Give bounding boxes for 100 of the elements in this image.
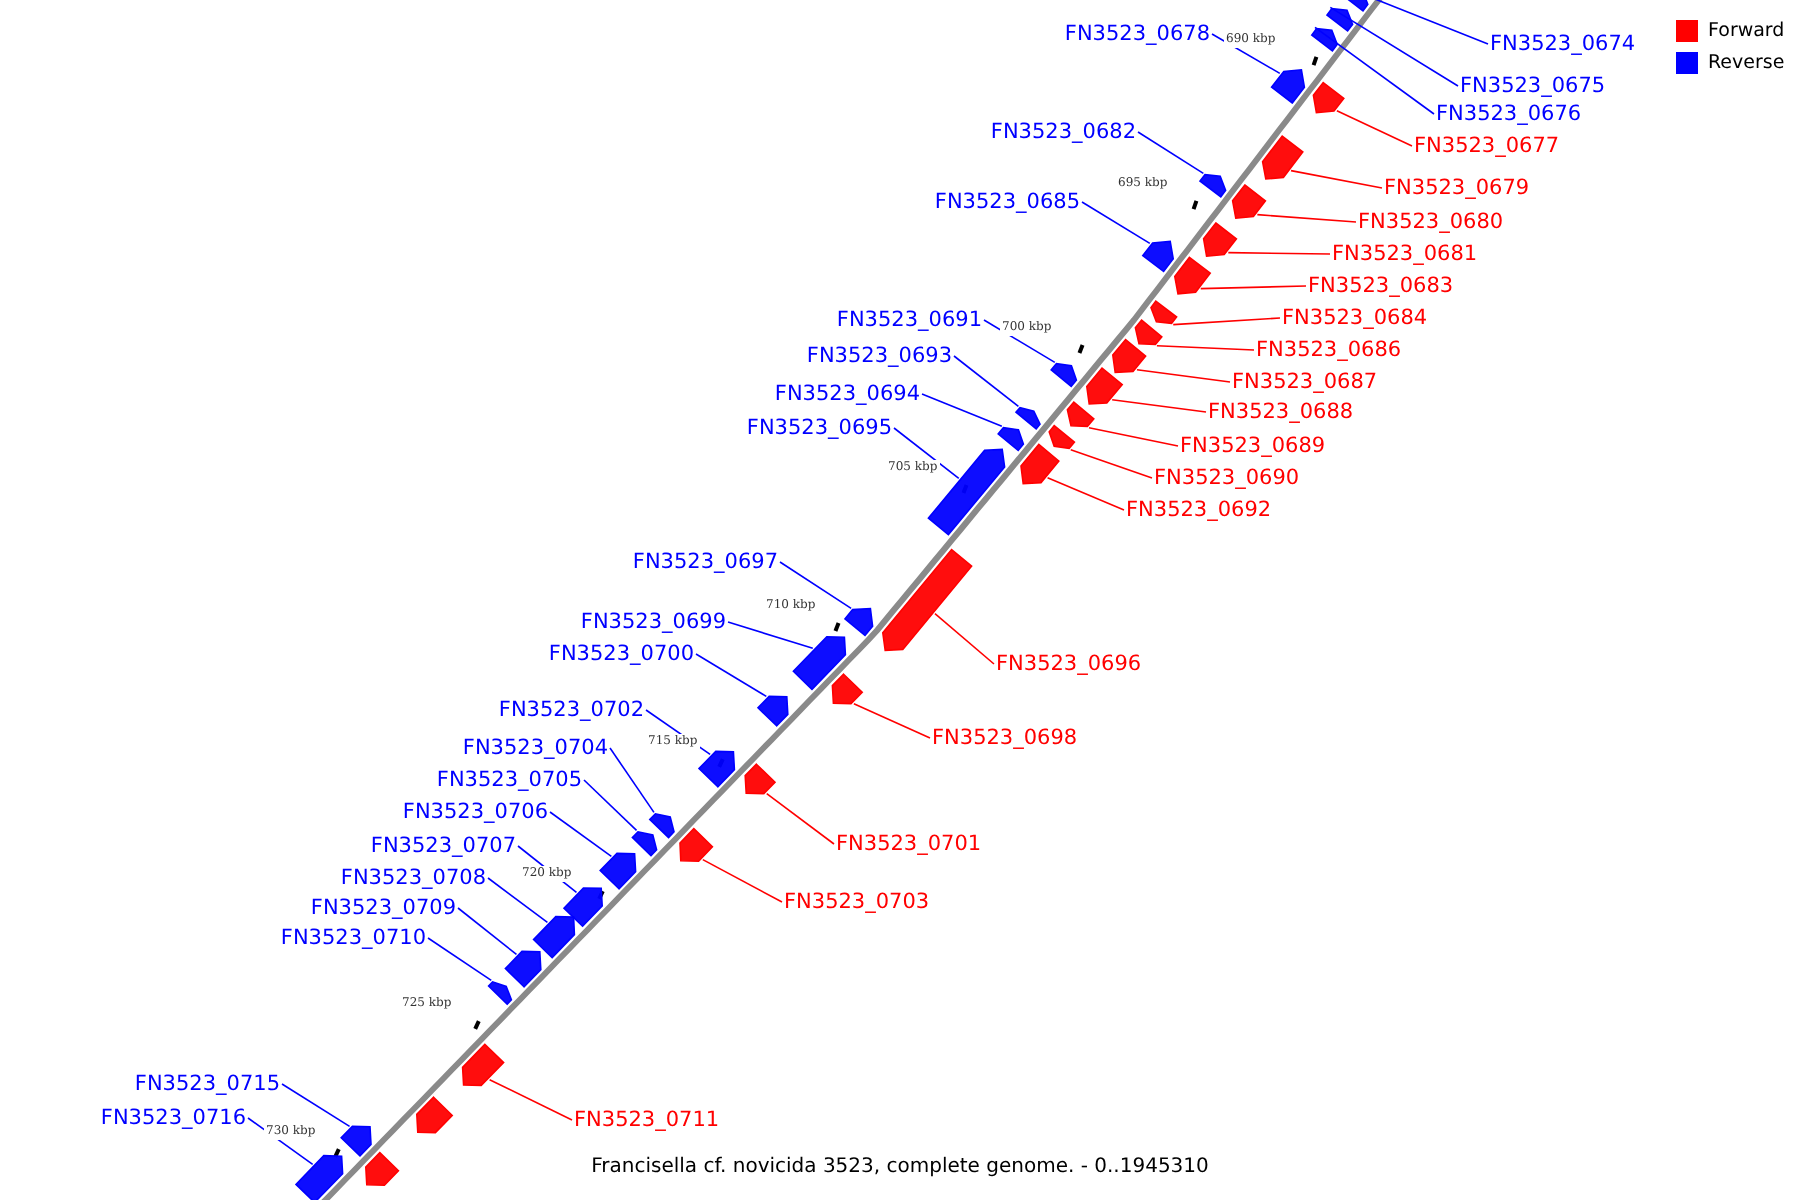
gene-feature [340, 1125, 372, 1157]
leader-line [1227, 251, 1331, 255]
gene-feature [1270, 68, 1306, 105]
gene-label: FN3523_0716 [100, 1104, 246, 1132]
gene-label: FN3523_0710 [280, 924, 426, 952]
gene-feature [831, 673, 864, 705]
gene-label: FN3523_0681 [1332, 240, 1478, 268]
gene-label: FN3523_0709 [310, 894, 456, 922]
leader-line [1088, 426, 1179, 447]
gene-feature [294, 1154, 344, 1200]
gene-feature [1066, 401, 1095, 428]
gene-feature [1020, 443, 1060, 485]
gene-feature [1231, 183, 1267, 220]
gene-label: FN3523_0676 [1436, 100, 1582, 128]
gene-feature [679, 827, 714, 862]
leader-line [427, 937, 493, 982]
gene-label: FN3523_0685 [934, 188, 1080, 216]
gene-feature [1310, 27, 1339, 52]
gene-feature [881, 548, 973, 652]
leader-line [765, 792, 835, 845]
gene-label: FN3523_0674 [1490, 30, 1636, 58]
gene-feature [792, 636, 847, 691]
leader-line [1336, 109, 1413, 147]
gene-label: FN3523_0699 [580, 608, 726, 636]
gene-label: FN3523_0688 [1208, 398, 1354, 426]
gene-label: FN3523_0706 [402, 798, 548, 826]
gene-label: FN3523_0715 [134, 1070, 280, 1098]
gene-label: FN3523_0708 [340, 864, 486, 892]
gene-feature [1312, 81, 1345, 114]
gene-feature [1048, 424, 1076, 450]
gene-feature [562, 887, 603, 928]
gene-feature [487, 980, 513, 1006]
gene-feature [1198, 173, 1227, 198]
leader-line [583, 779, 638, 832]
leader-line [1069, 448, 1153, 479]
leader-line [779, 561, 852, 610]
leader-line [1136, 368, 1231, 383]
gene-feature [1261, 135, 1304, 180]
gene-label: FN3523_0691 [836, 306, 982, 334]
leader-line [727, 621, 814, 650]
gene-label: FN3523_0703 [784, 888, 930, 916]
gene-label: FN3523_0701 [836, 830, 982, 858]
gene-feature [1150, 300, 1178, 325]
gene-label: FN3523_0700 [548, 640, 694, 668]
gene-feature [461, 1043, 505, 1087]
gene-label: FN3523_0697 [632, 548, 778, 576]
leader-line [457, 907, 518, 956]
gene-feature [756, 695, 789, 727]
leader-line [702, 858, 783, 903]
gene-label: FN3523_0698 [932, 724, 1078, 752]
gene-feature [697, 750, 736, 788]
gene-feature [1141, 240, 1175, 273]
gene-label: FN3523_0679 [1384, 174, 1530, 202]
gene-feature [416, 1096, 454, 1134]
leader-line [1290, 169, 1383, 189]
gene-feature [1202, 221, 1238, 258]
leader-line [1314, 26, 1435, 115]
leader-line [1256, 213, 1357, 223]
gene-feature [843, 607, 874, 637]
gene-label: FN3523_0707 [370, 832, 516, 860]
leader-line [1172, 317, 1281, 326]
leader-line [1137, 131, 1205, 175]
leader-line [609, 747, 655, 814]
gene-feature [997, 426, 1025, 452]
gene-feature [365, 1151, 400, 1186]
gene-label: FN3523_0675 [1460, 72, 1606, 100]
gene-label: FN3523_0690 [1154, 464, 1300, 492]
legend-label: Reverse [1708, 52, 1785, 76]
leader-line [1081, 201, 1151, 245]
gene-feature [1173, 256, 1212, 295]
leader-line [1111, 398, 1207, 413]
gene-feature [631, 830, 658, 857]
gene-feature [1085, 366, 1124, 405]
leader-line [695, 653, 768, 698]
gene-label: FN3523_0711 [574, 1106, 720, 1134]
gene-feature [504, 950, 542, 988]
gene-label: FN3523_0692 [1126, 496, 1272, 524]
leader-line [853, 702, 931, 739]
gene-feature [599, 852, 637, 890]
leader-line [1156, 344, 1255, 351]
leader-line [281, 1083, 351, 1128]
gene-label: FN3523_0695 [746, 414, 892, 442]
legend-label: Forward [1708, 20, 1785, 44]
gene-label: FN3523_0704 [462, 734, 608, 762]
gene-label: FN3523_0677 [1414, 132, 1560, 160]
leader-line [921, 393, 1003, 428]
leader-line [487, 877, 549, 924]
gene-label: FN3523_0683 [1308, 272, 1454, 300]
gene-feature [1014, 406, 1041, 430]
gene-label: FN3523_0702 [498, 696, 644, 724]
gene-label: FN3523_0678 [1064, 20, 1210, 48]
gene-label: FN3523_0694 [774, 380, 920, 408]
gene-feature [1134, 319, 1163, 346]
leader-line [549, 811, 613, 858]
leader-line [934, 612, 995, 665]
gene-label: FN3523_0705 [436, 766, 582, 794]
gene-label: FN3523_0693 [806, 342, 952, 370]
leader-line [893, 427, 960, 480]
leader-line [1329, 6, 1459, 87]
leader-line [1046, 476, 1125, 511]
